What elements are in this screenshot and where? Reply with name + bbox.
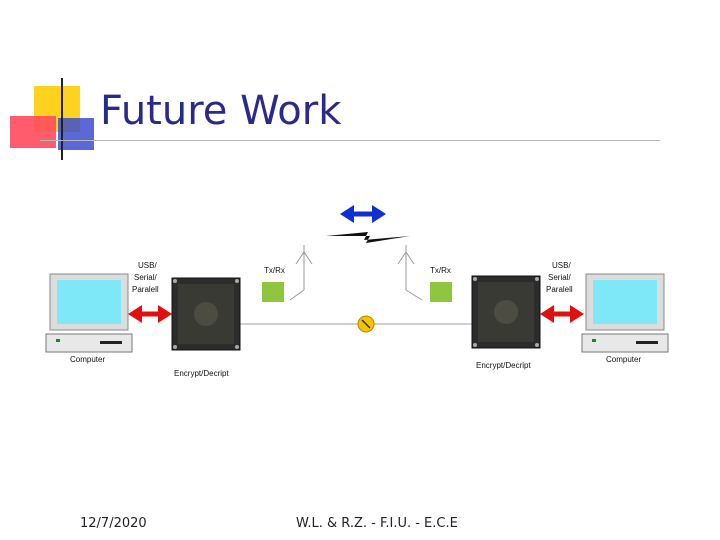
left-interface-label-2: Serial/	[134, 273, 157, 282]
right-chip-label: Encrypt/Decript	[476, 361, 531, 370]
title-decoration	[10, 78, 94, 160]
left-computer-label: Computer	[70, 355, 105, 364]
left-interface-label-3: Paralell	[132, 285, 159, 294]
title-divider	[40, 140, 660, 141]
right-radio-label: Tx/Rx	[430, 266, 451, 275]
right-screen	[593, 280, 657, 324]
antenna-icon	[289, 245, 313, 301]
lock-icon	[357, 315, 375, 333]
left-chip-label: Encrypt/Decript	[174, 369, 229, 378]
antenna-icon	[397, 245, 423, 301]
left-drive-slot	[100, 341, 122, 344]
blue-block	[58, 118, 94, 150]
left-interface-arrow	[128, 305, 172, 323]
page-title: Future Work	[100, 88, 342, 134]
right-interface-label-2: Serial/	[548, 273, 571, 282]
lightning-icon	[326, 232, 410, 243]
left-case	[45, 333, 133, 353]
left-screen	[57, 280, 121, 324]
left-interface-label-1: USB/	[138, 261, 157, 270]
left-radio-label: Tx/Rx	[264, 266, 285, 275]
left-radio-module	[262, 282, 284, 302]
right-drive-slot	[636, 341, 658, 344]
footer-date: 12/7/2020	[80, 516, 147, 531]
red-block	[10, 116, 56, 148]
left-power-led	[56, 339, 60, 342]
footer-credits: W.L. & R.Z. - F.I.U. - E.C.E	[296, 516, 458, 531]
right-interface-label-3: Paralell	[546, 285, 573, 294]
right-computer: Computer	[581, 273, 669, 364]
wireless-arrow	[340, 205, 386, 223]
right-computer-label: Computer	[606, 355, 641, 364]
right-power-led	[592, 339, 596, 342]
right-interface-arrow	[540, 305, 584, 323]
right-radio-module	[430, 282, 452, 302]
network-diagram: Computer USB/ Serial/ Paralell Encrypt/D…	[45, 205, 669, 378]
right-interface-label-1: USB/	[552, 261, 571, 270]
right-encryption-chip	[471, 275, 541, 349]
left-computer: Computer	[45, 273, 133, 364]
left-encryption-chip	[171, 277, 241, 351]
right-case	[581, 333, 669, 353]
